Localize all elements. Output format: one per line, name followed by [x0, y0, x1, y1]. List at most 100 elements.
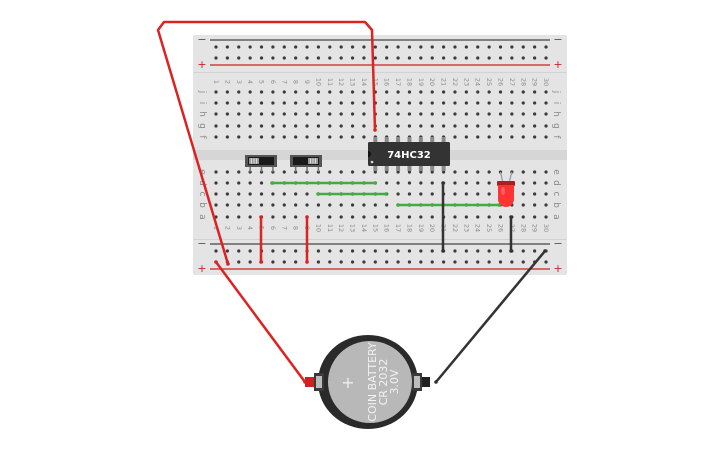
hole-j27[interactable]	[510, 90, 514, 94]
hole-i8[interactable]	[294, 101, 298, 105]
hole-i30[interactable]	[544, 101, 548, 105]
wire-endpoint[interactable]	[259, 260, 263, 264]
hole-e15[interactable]	[373, 170, 377, 174]
hole-e24[interactable]	[476, 170, 480, 174]
rail-hole[interactable]	[225, 56, 229, 60]
battery-minus-terminal[interactable]	[420, 377, 430, 387]
hole-g30[interactable]	[544, 124, 548, 128]
rail-hole[interactable]	[521, 56, 525, 60]
hole-g29[interactable]	[533, 124, 537, 128]
hole-e1[interactable]	[214, 170, 218, 174]
hole-f26[interactable]	[498, 135, 503, 139]
rail-hole[interactable]	[237, 56, 241, 60]
rail-hole[interactable]	[294, 249, 298, 253]
hole-c23[interactable]	[464, 192, 468, 196]
rail-hole[interactable]	[282, 260, 286, 264]
rail-hole[interactable]	[294, 45, 298, 49]
hole-e28[interactable]	[521, 170, 525, 174]
hole-i19[interactable]	[419, 101, 423, 105]
hole-d22[interactable]	[453, 181, 457, 185]
hole-e18[interactable]	[407, 170, 412, 174]
rail-hole[interactable]	[271, 45, 275, 49]
hole-g24[interactable]	[476, 124, 480, 128]
rail-hole[interactable]	[237, 45, 241, 49]
hole-j2[interactable]	[225, 90, 229, 94]
hole-a18[interactable]	[407, 215, 412, 219]
hole-f8[interactable]	[294, 135, 298, 139]
hole-d16[interactable]	[385, 181, 389, 185]
rail-hole[interactable]	[373, 45, 377, 49]
rail-hole[interactable]	[464, 249, 468, 253]
rail-hole[interactable]	[498, 56, 503, 60]
wire-endpoint[interactable]	[441, 181, 445, 185]
rail-hole[interactable]	[328, 45, 332, 49]
rail-hole[interactable]	[407, 45, 412, 49]
hole-b14[interactable]	[362, 203, 366, 207]
hole-i21[interactable]	[442, 101, 446, 105]
hole-f29[interactable]	[533, 135, 537, 139]
hole-i28[interactable]	[521, 101, 525, 105]
hole-b4[interactable]	[248, 203, 252, 207]
rail-hole[interactable]	[350, 260, 355, 264]
rail-hole[interactable]	[362, 56, 366, 60]
hole-c28[interactable]	[521, 192, 525, 196]
hole-f27[interactable]	[510, 135, 514, 139]
rail-hole[interactable]	[271, 260, 275, 264]
rail-hole[interactable]	[430, 56, 434, 60]
hole-j30[interactable]	[544, 90, 548, 94]
rail-hole[interactable]	[237, 249, 241, 253]
rail-hole[interactable]	[442, 260, 446, 264]
rail-hole[interactable]	[373, 260, 377, 264]
switch-knob[interactable]	[308, 158, 318, 164]
rail-hole[interactable]	[339, 45, 343, 49]
hole-d23[interactable]	[464, 181, 468, 185]
hole-f25[interactable]	[487, 135, 491, 139]
rail-hole[interactable]	[464, 45, 468, 49]
hole-h4[interactable]	[248, 112, 252, 116]
hole-a11[interactable]	[328, 215, 332, 219]
wire-endpoint[interactable]	[434, 380, 438, 384]
switch-knob[interactable]	[249, 158, 259, 164]
hole-a19[interactable]	[419, 215, 423, 219]
hole-i16[interactable]	[385, 101, 389, 105]
hole-j1[interactable]	[214, 90, 218, 94]
wire-endpoint[interactable]	[509, 215, 513, 219]
hole-f22[interactable]	[453, 135, 457, 139]
hole-e30[interactable]	[544, 170, 548, 174]
hole-j6[interactable]	[271, 90, 275, 94]
hole-j28[interactable]	[521, 90, 525, 94]
wire-endpoint[interactable]	[259, 215, 263, 219]
hole-h22[interactable]	[453, 112, 457, 116]
hole-j16[interactable]	[385, 90, 389, 94]
hole-c8[interactable]	[294, 192, 298, 196]
hole-i22[interactable]	[453, 101, 457, 105]
wire-endpoint[interactable]	[373, 128, 377, 132]
rail-hole[interactable]	[214, 249, 218, 253]
rail-hole[interactable]	[407, 260, 412, 264]
hole-b29[interactable]	[533, 203, 537, 207]
hole-i12[interactable]	[339, 101, 343, 105]
hole-j18[interactable]	[407, 90, 412, 94]
hole-i23[interactable]	[464, 101, 468, 105]
rail-hole[interactable]	[464, 260, 468, 264]
hole-h24[interactable]	[476, 112, 480, 116]
rail-hole[interactable]	[396, 45, 400, 49]
wire-endpoint[interactable]	[497, 203, 501, 207]
hole-f30[interactable]	[544, 135, 548, 139]
hole-h9[interactable]	[305, 112, 309, 116]
wire-battery-minus[interactable]	[434, 249, 547, 384]
hole-c3[interactable]	[237, 192, 241, 196]
hole-a6[interactable]	[271, 215, 275, 219]
hole-b10[interactable]	[316, 203, 321, 207]
hole-c30[interactable]	[544, 192, 548, 196]
hole-a22[interactable]	[453, 215, 457, 219]
hole-h7[interactable]	[282, 112, 286, 116]
hole-i7[interactable]	[282, 101, 286, 105]
rail-hole[interactable]	[521, 249, 525, 253]
hole-b28[interactable]	[521, 203, 525, 207]
hole-a15[interactable]	[373, 215, 377, 219]
hole-g27[interactable]	[510, 124, 514, 128]
rail-hole[interactable]	[533, 45, 537, 49]
hole-a28[interactable]	[521, 215, 525, 219]
rail-hole[interactable]	[373, 249, 377, 253]
